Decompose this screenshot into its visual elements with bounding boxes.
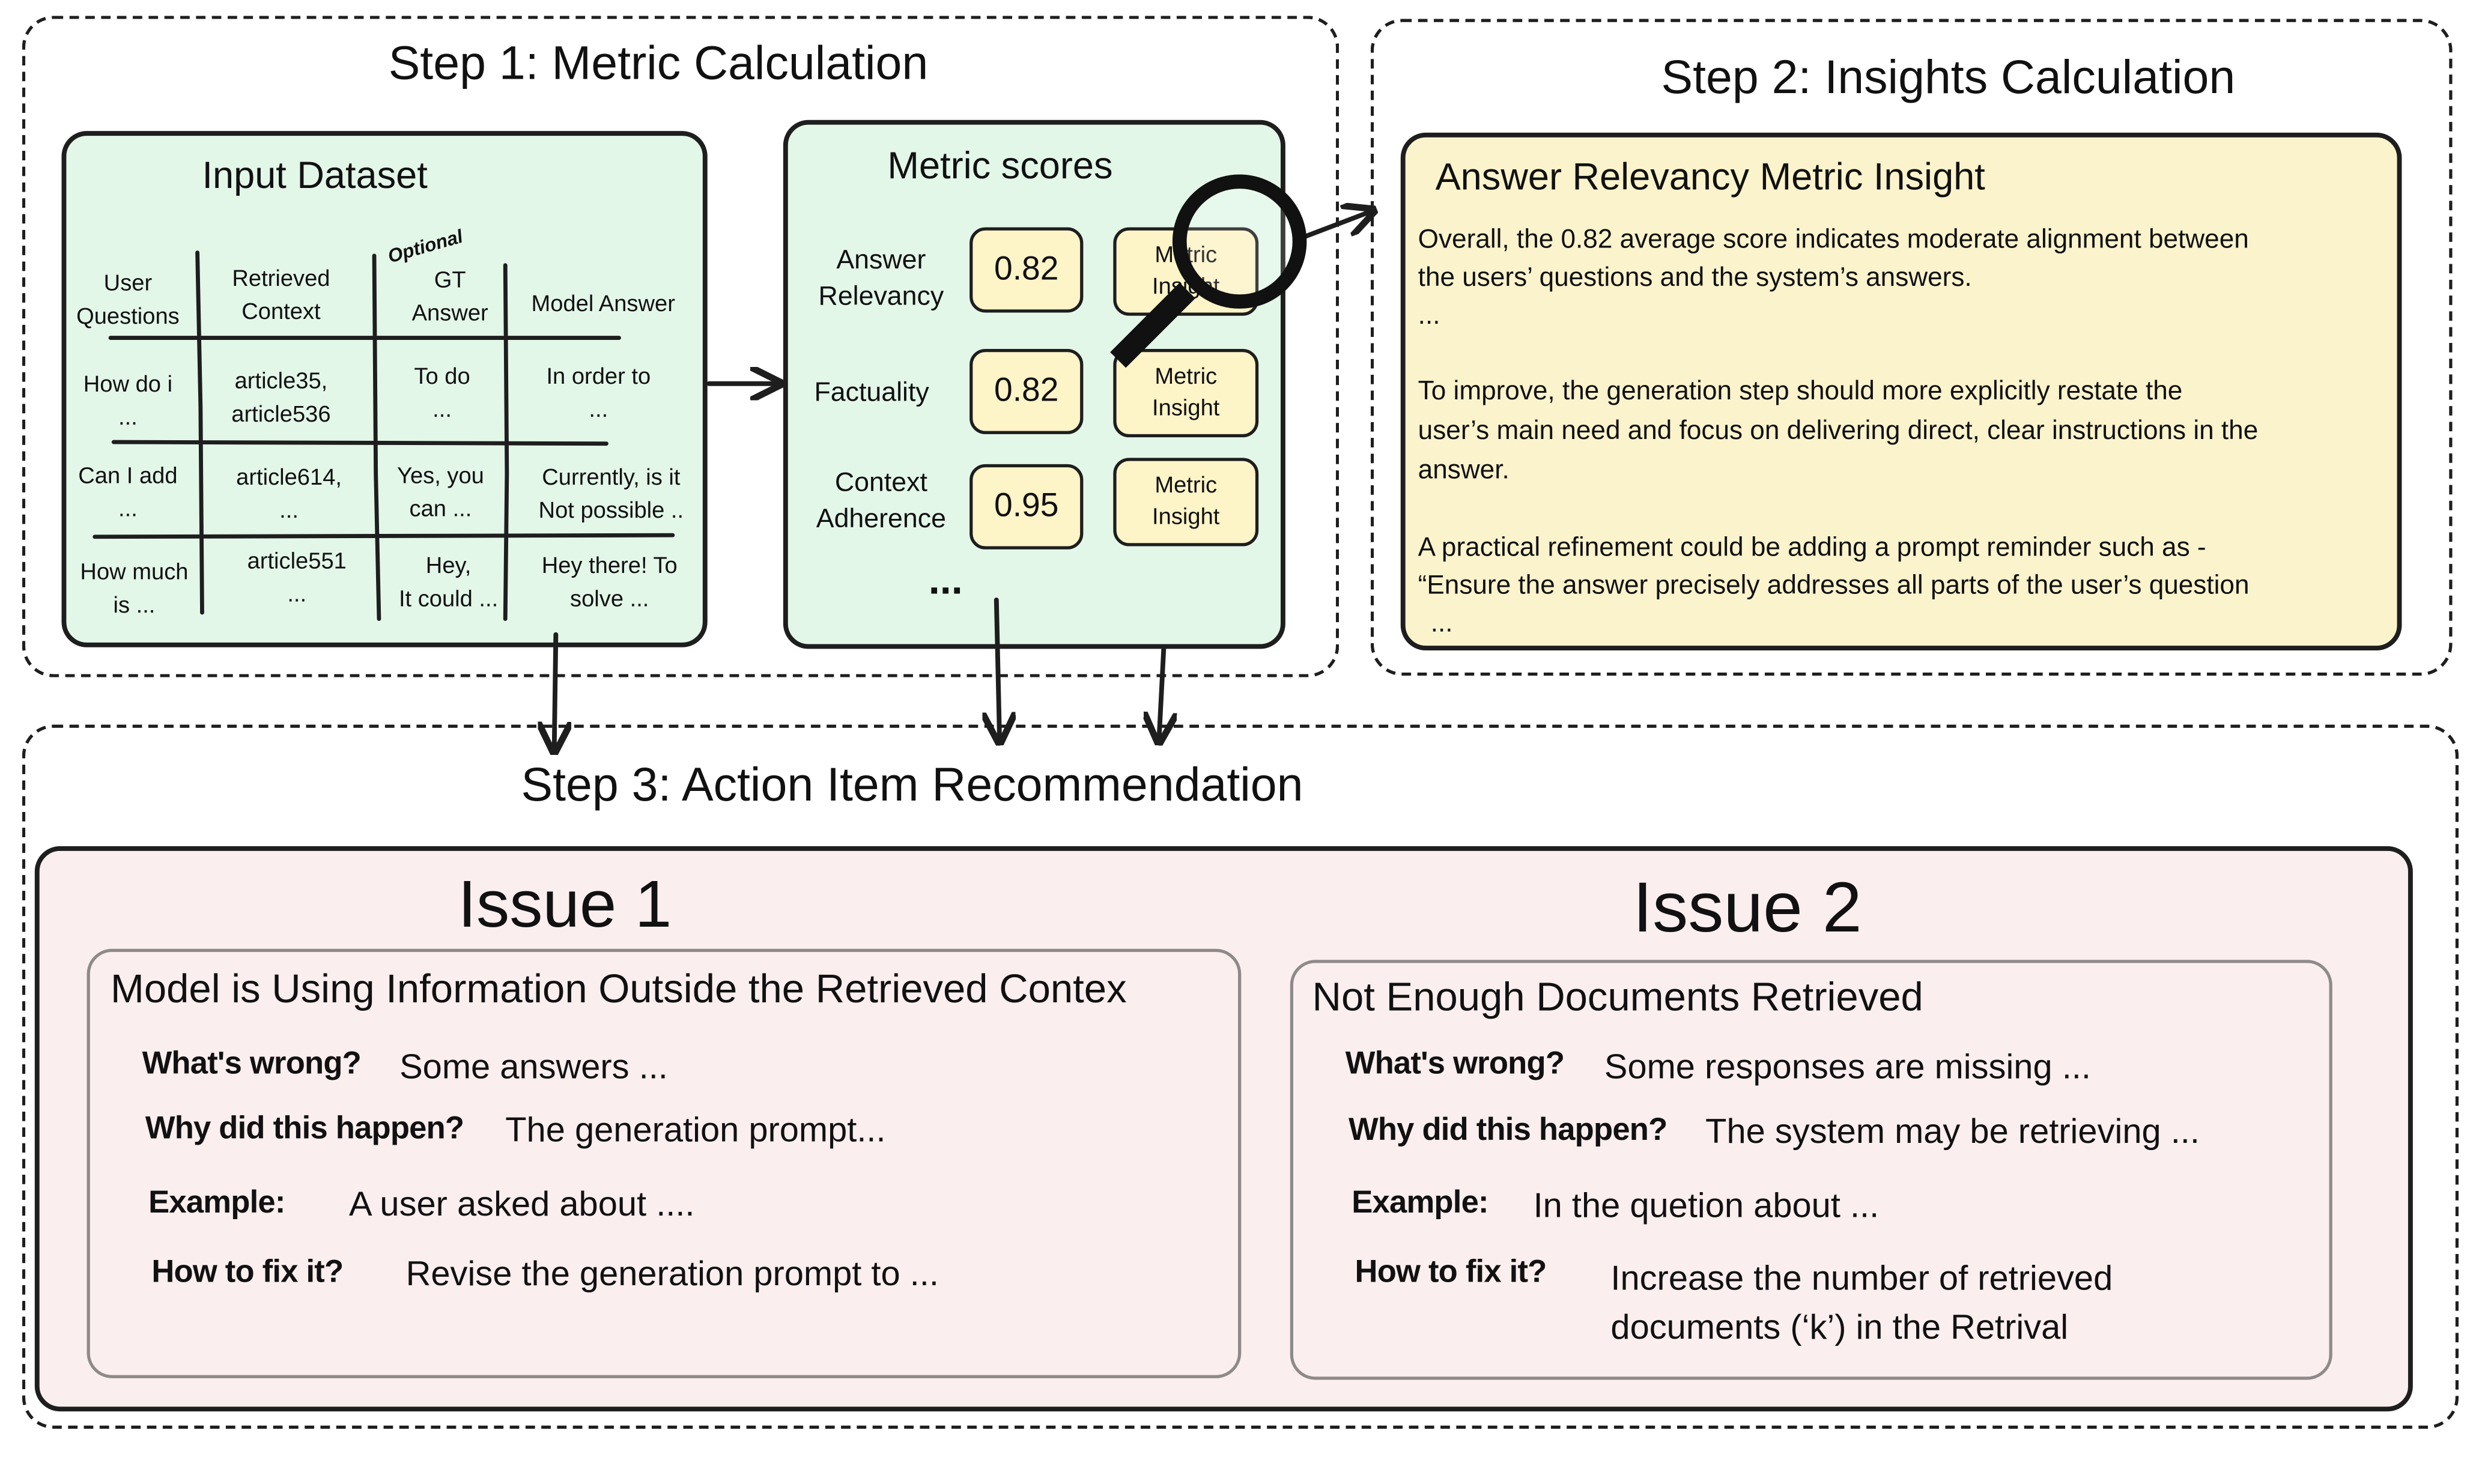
insight-line-5: user’s main need and focus on delivering… [1418,415,2259,446]
insight-line-1: Overall, the 0.82 average score indicate… [1418,224,2249,255]
metric-label-factuality: Factuality [814,377,929,408]
issue2-title: Not Enough Documents Retrieved [1312,975,1923,1020]
insight-line-3: ... [1418,300,1440,330]
issues-panel [34,846,2413,1412]
input-dataset-title: Input Dataset [202,154,428,198]
metric-insight-button-factuality[interactable]: Metric Insight [1113,348,1259,438]
step1-title: Step 1: Metric Calculation [388,38,929,90]
metric-score-answer-relevancy: 0.82 [969,227,1084,313]
row3-context: article551 ... [247,549,347,608]
metric-score-factuality: 0.82 [969,348,1084,434]
issue2-value-why: The system may be retrieving ... [1705,1111,2200,1151]
metric-score-context-adherence: 0.95 [969,464,1084,550]
row1-gt: To do ... [414,365,470,423]
insight-line-8: “Ensure the answer precisely addresses a… [1418,569,2250,600]
issue2-heading: Issue 2 [1633,867,1862,948]
issue1-card [86,948,1242,1378]
issue2-value-example: In the quetion about ... [1533,1186,1880,1225]
issue2-label-wrong: What's wrong? [1345,1046,1565,1082]
metric-insight-button-answer-relevancy[interactable]: Metric Insight [1113,227,1259,316]
step3-title: Step 3: Action Item Recommendation [521,759,1303,812]
step2-frame [1370,19,2453,676]
row2-gt: Yes, you can ... [397,464,484,523]
header-model-answer: Model Answer [531,292,675,318]
header-user-questions: User Questions [76,271,180,330]
issue1-label-example: Example: [148,1186,285,1221]
row3-question: How much is ... [80,560,189,619]
header-gt-answer: GT Answer [411,268,488,327]
metric-insight-label: Metric Insight [1152,365,1220,422]
metric-label-context-adherence: Context Adherence [816,467,946,534]
insight-line-4: To improve, the generation step should m… [1418,375,2183,406]
input-dataset-panel [61,131,708,647]
metric-label-answer-relevancy: Answer Relevancy [818,244,944,311]
row2-question: Can I add ... [78,464,178,523]
issue2-label-example: Example: [1352,1186,1488,1221]
insight-line-7: A practical refinement could be adding a… [1418,532,2206,562]
issue1-label-why: Why did this happen? [145,1111,464,1146]
issue2-label-why: Why did this happen? [1349,1113,1667,1148]
insight-line-9: ... [1430,608,1453,638]
metric-insight-label: Metric Insight [1152,473,1220,531]
issue1-label-wrong: What's wrong? [142,1046,362,1082]
issue1-label-fix: How to fix it? [151,1255,344,1290]
metric-insight-label: Metric Insight [1152,243,1220,300]
insight-line-2: the users’ questions and the system’s an… [1418,262,1972,292]
row2-model: Currently, is it Not possible .. [538,465,684,524]
metric-insight-button-context-adherence[interactable]: Metric Insight [1113,458,1259,547]
issue1-value-fix: Revise the generation prompt to ... [405,1253,939,1293]
insight-line-6: answer. [1418,455,1510,485]
metric-scores-title: Metric scores [887,145,1113,188]
step1-frame [22,16,1340,677]
more-metrics-ellipsis: ... [928,556,963,604]
issue2-value-wrong: Some responses are missing ... [1604,1046,2091,1086]
row2-context: article614, ... [236,465,342,524]
row1-question: How do i ... [83,372,173,431]
step2-title: Step 2: Insights Calculation [1661,52,2236,104]
row1-context: article35, article536 [231,369,331,428]
row1-model: In order to ... [546,365,651,423]
header-retrieved-context: Retrieved Context [232,267,330,326]
issue1-value-example: A user asked about .... [348,1184,695,1224]
issue2-value-fix: Increase the number of retrieved documen… [1610,1258,2113,1347]
issue1-heading: Issue 1 [458,867,672,941]
row3-model: Hey there! To solve ... [541,554,678,613]
step3-frame [22,724,2459,1429]
insight-card [1400,132,2402,651]
insight-card-title: Answer Relevancy Metric Insight [1435,156,1985,199]
issue1-title: Model is Using Information Outside the R… [111,968,1127,1013]
issue1-value-wrong: Some answers ... [399,1046,668,1086]
issue2-label-fix: How to fix it? [1355,1255,1547,1290]
row3-gt: Hey, It could ... [398,554,499,613]
issue1-value-why: The generation prompt... [505,1109,886,1149]
issue2-card [1290,960,2332,1380]
